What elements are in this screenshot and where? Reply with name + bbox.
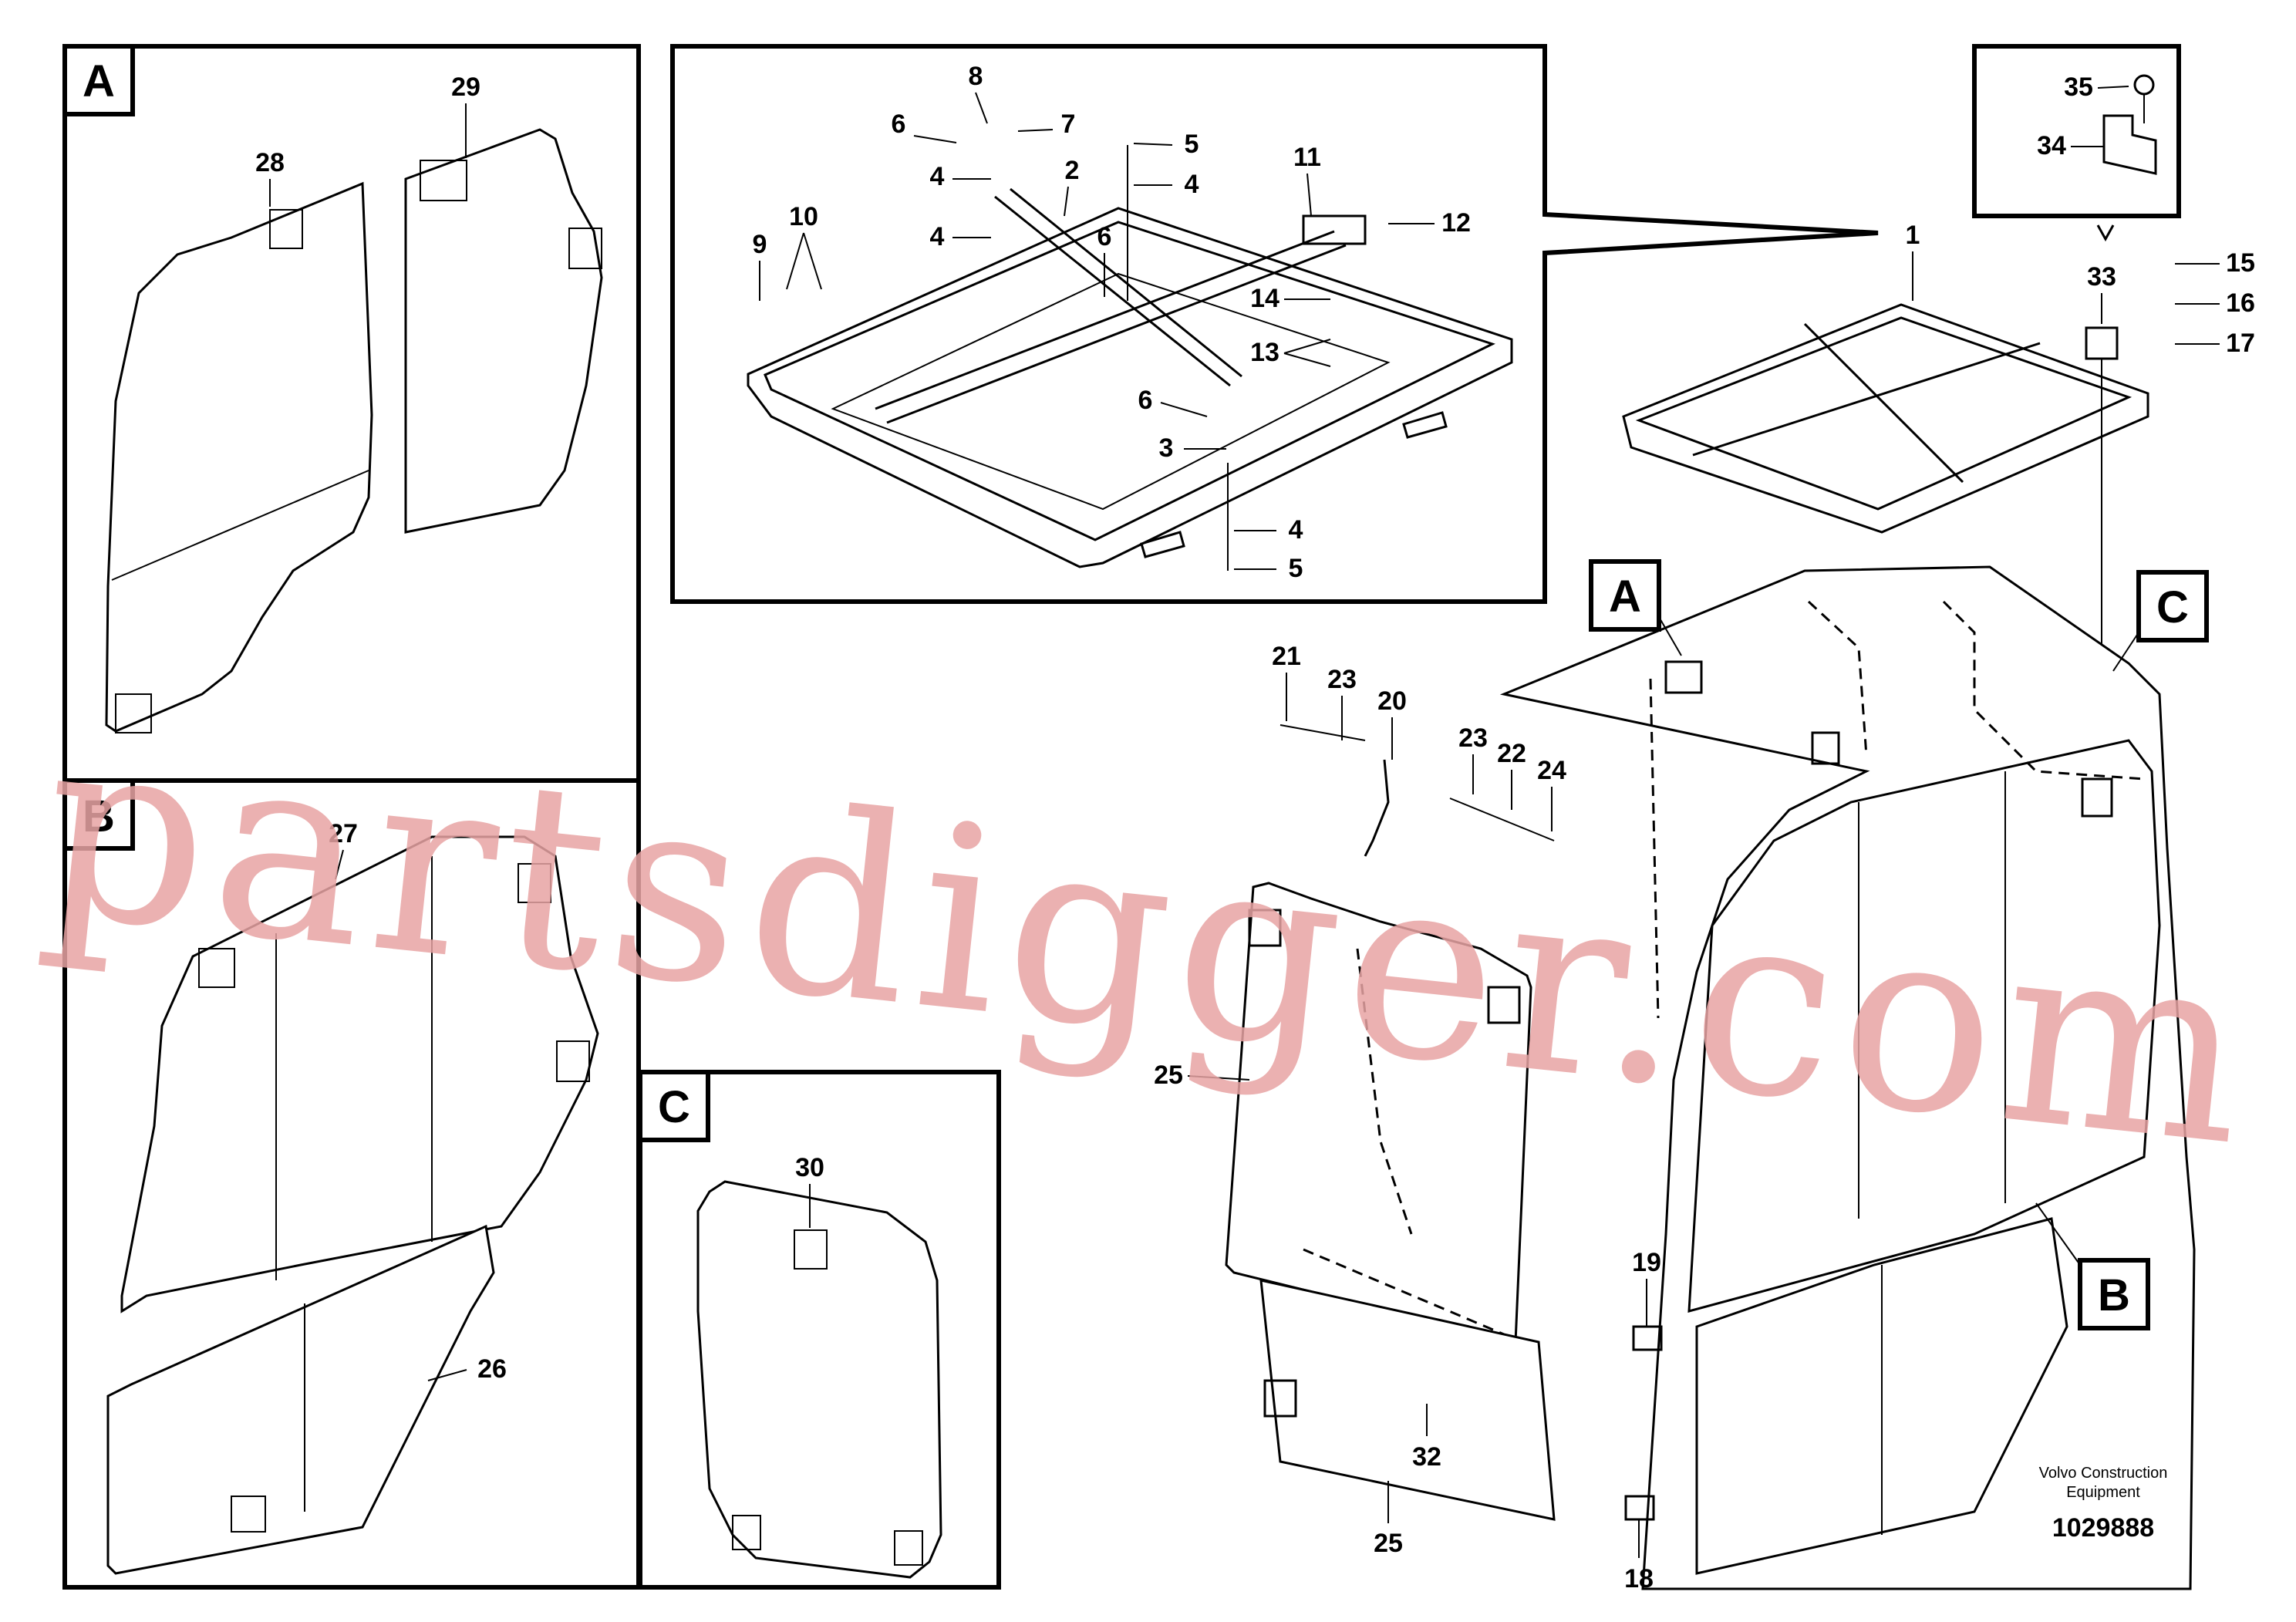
caption: Volvo Construction Equipment 1029888 [2039, 1465, 2168, 1543]
detail-a-tag: A [83, 56, 115, 106]
bracket-detail-box: 35 34 [1972, 44, 2181, 242]
hatch-detail-box: 8 6 7 2 4 4 6 9 10 5 4 11 12 14 13 6 3 [670, 44, 1879, 604]
assembly-tag-b: B [2035, 1202, 2150, 1330]
detail-b-box: B 27 26 [62, 778, 641, 1590]
panel-29 [105, 181, 373, 733]
callout-6b: 6 [1097, 222, 1112, 251]
callout-33: 33 [2087, 262, 2116, 292]
callout-3: 3 [1159, 433, 1174, 463]
callout-31: 30 [795, 1153, 824, 1182]
callout-18: 18 [1624, 1564, 1654, 1593]
callout-19: 19 [1632, 1248, 1661, 1277]
callout-9: 9 [753, 230, 767, 259]
callout-8: 8 [969, 62, 983, 91]
callout-32: 32 [1412, 1442, 1441, 1472]
callout-13: 13 [1250, 338, 1279, 367]
callout-27: 26 [477, 1354, 507, 1384]
callout-24: 24 [1537, 756, 1566, 785]
callout-6a: 6 [892, 110, 906, 139]
detail-a-box: A 28 29 [62, 44, 641, 783]
panel-28 [120, 835, 599, 1313]
callout-4a: 4 [930, 162, 945, 191]
callout-15: 15 [2226, 248, 2255, 278]
caption-line1: Volvo Construction [2039, 1465, 2168, 1482]
panel-27 [106, 1224, 495, 1575]
drawing-number: 1029888 [2052, 1513, 2154, 1543]
callout-11: 11 [1293, 143, 1321, 172]
callout-34: 34 [2037, 131, 2066, 160]
callout-26: 25 [1154, 1061, 1183, 1090]
svg-text:A: A [1609, 572, 1641, 622]
callout-20: 20 [1377, 686, 1407, 716]
panel-31 [696, 1180, 942, 1579]
callout-1: 1 [1906, 221, 1920, 250]
callout-28: 27 [329, 819, 358, 848]
detail-c-tag: C [658, 1082, 690, 1132]
callout-2: 2 [1065, 156, 1080, 185]
assembly-tag-a: A [1589, 559, 1682, 656]
callout-23b: 23 [1458, 723, 1488, 753]
assembly-tag-c: C [2112, 570, 2209, 672]
svg-text:B: B [2098, 1270, 2130, 1320]
detail-b-tag: B [83, 791, 115, 841]
callout-29: 28 [255, 148, 285, 177]
cab-assembly: 1 33 15 16 17 [1154, 221, 2255, 1593]
callout-4b: 4 [930, 222, 945, 251]
callout-12: 12 [1441, 208, 1471, 238]
callout-5a: 5 [1185, 130, 1199, 159]
callout-16: 16 [2226, 288, 2255, 318]
detail-c-box: C 30 [638, 1070, 1001, 1590]
callout-6c: 6 [1138, 386, 1153, 415]
callout-4d: 4 [1289, 515, 1303, 545]
callout-14: 14 [1250, 284, 1279, 313]
callout-5b: 5 [1289, 554, 1303, 583]
callout-21: 21 [1272, 642, 1301, 671]
callout-17: 17 [2226, 329, 2255, 358]
callout-25: 25 [1374, 1529, 1403, 1558]
svg-text:C: C [2156, 582, 2189, 632]
panel-30 [404, 128, 603, 534]
callout-35: 35 [2064, 73, 2093, 102]
callout-23a: 23 [1327, 665, 1357, 694]
caption-line2: Equipment [2066, 1484, 2140, 1501]
callout-4c: 4 [1185, 170, 1199, 199]
callout-10: 10 [789, 202, 818, 231]
callout-7: 7 [1061, 110, 1076, 139]
callout-30: 29 [451, 73, 480, 102]
callout-22: 22 [1497, 739, 1526, 768]
